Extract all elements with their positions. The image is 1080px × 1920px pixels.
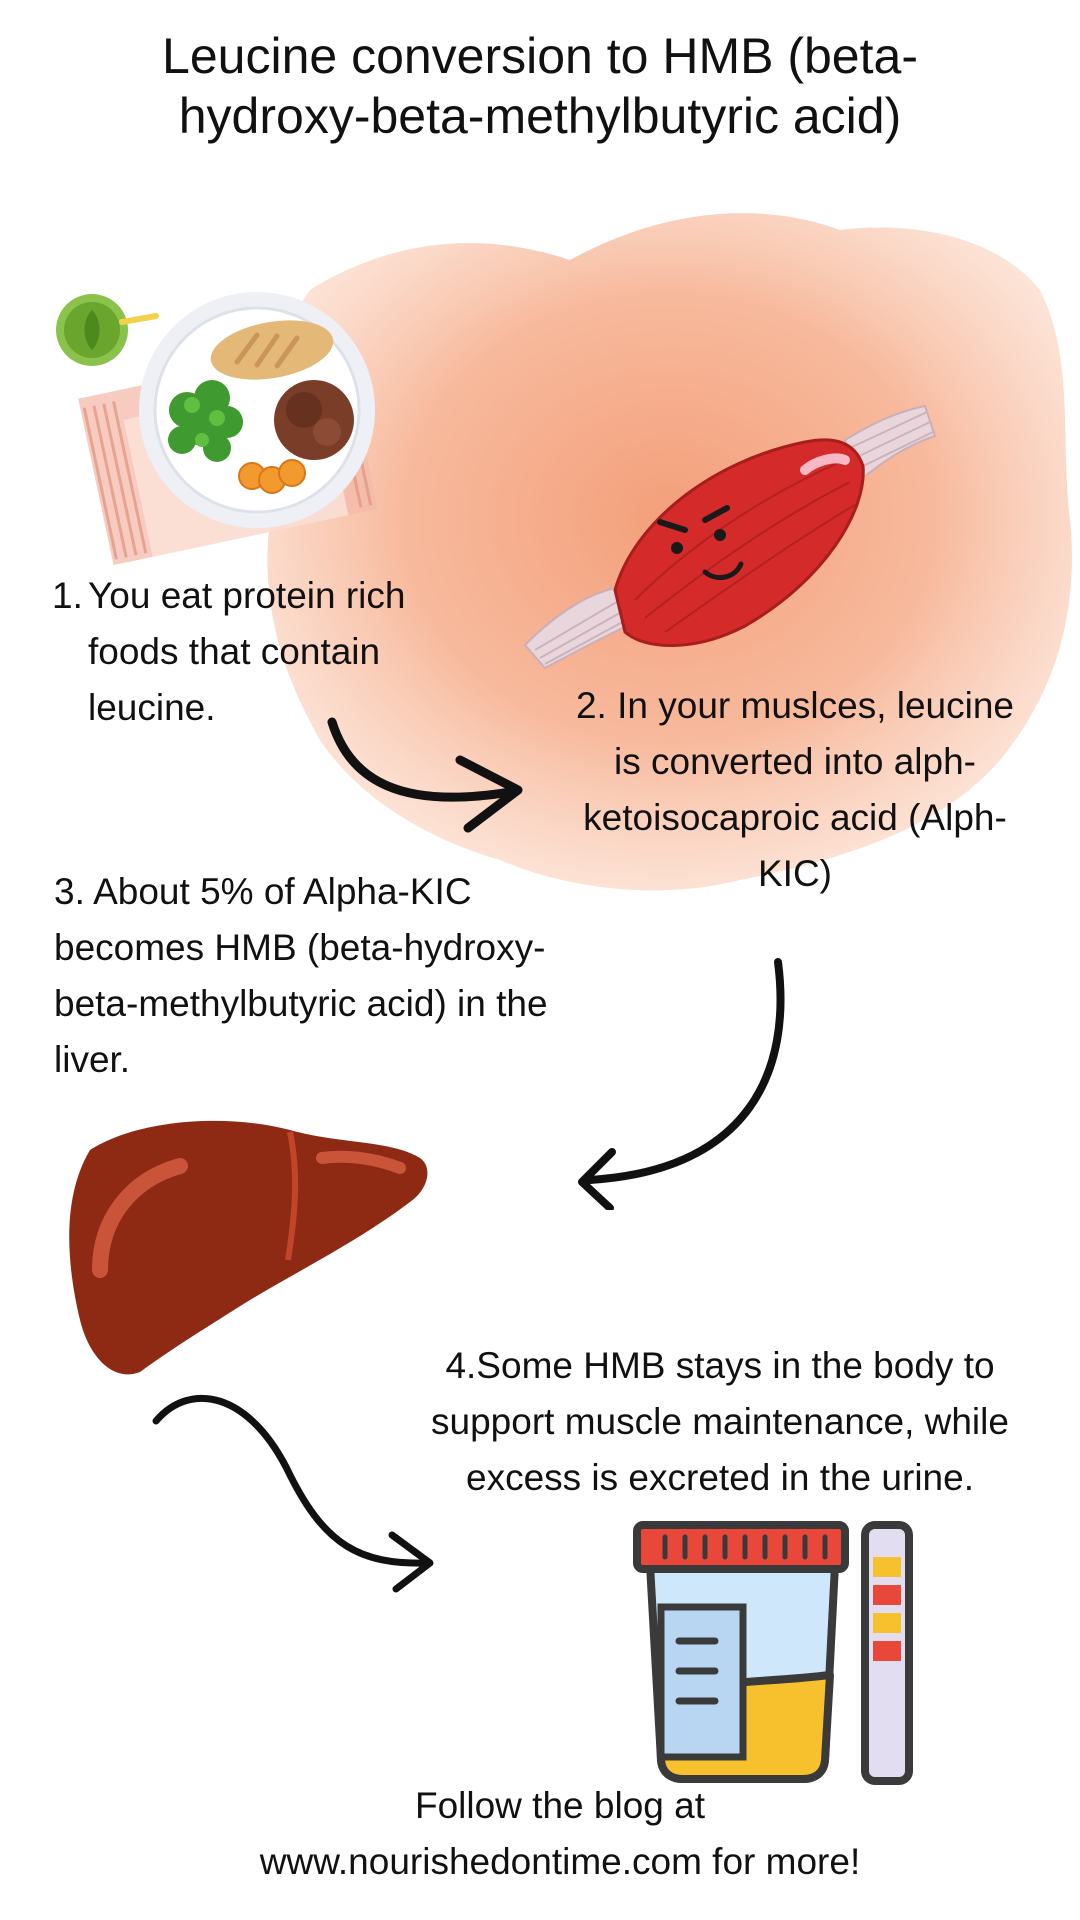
step-2-text: 2. In your muslces, leucine is converted… — [575, 685, 1015, 894]
muscle-illustration — [523, 404, 937, 670]
step-1-text: 1. You eat protein rich foods that conta… — [52, 568, 452, 736]
footer-text: Follow the blog at www.nourishedontime.c… — [140, 1778, 980, 1890]
test-strip-icon — [861, 1521, 913, 1785]
step-4-text: 4.Some HMB stays in the body to support … — [431, 1345, 1009, 1498]
plate-icon — [139, 292, 375, 528]
muscle-face-icon — [657, 505, 744, 581]
food-plate-illustration — [56, 292, 378, 566]
arrow-step3-to-step4 — [152, 1395, 434, 1593]
step-1-description: You eat protein rich foods that contain … — [88, 575, 406, 728]
footer-link[interactable]: www.nourishedontime.com for more! — [259, 1841, 861, 1882]
step-3-text: 3. About 5% of Alpha-KIC becomes HMB (be… — [54, 871, 548, 1080]
urine-sample-cup-illustration — [633, 1521, 913, 1785]
juice-glass-icon — [56, 294, 159, 366]
liver-illustration — [69, 1120, 428, 1375]
page-title: Leucine conversion to HMB (beta-hydroxy-… — [162, 28, 918, 144]
arrow-step2-to-step3 — [578, 958, 785, 1210]
arrow-step1-to-step2 — [327, 717, 523, 833]
step-1-number: 1. — [52, 575, 83, 616]
footer-line-1: Follow the blog at — [414, 1785, 705, 1826]
tendon-icon — [523, 404, 937, 670]
